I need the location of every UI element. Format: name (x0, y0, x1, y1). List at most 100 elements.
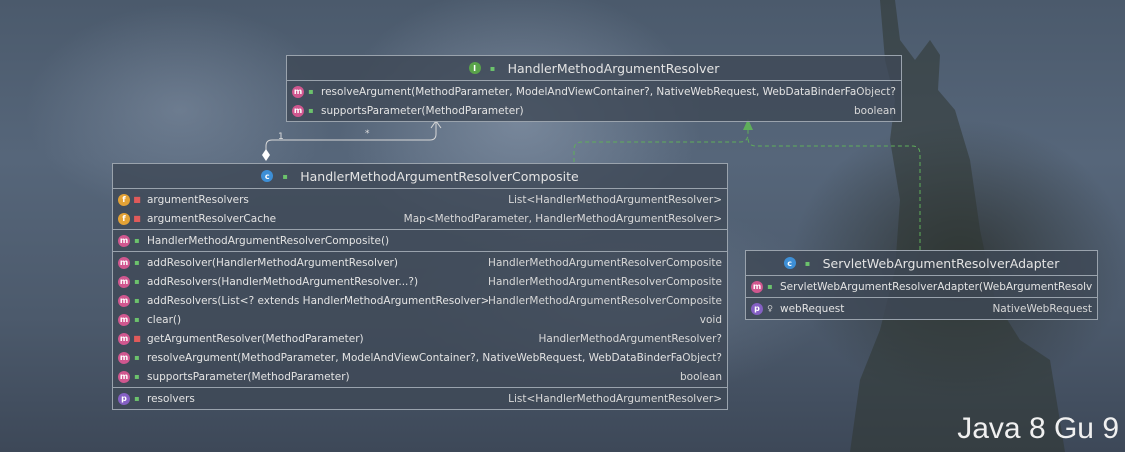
composite-class-box[interactable]: c ▪ HandlerMethodArgumentResolverComposi… (112, 163, 728, 410)
method-row[interactable]: m ▪ resolveArgument(MethodParameter, Mod… (113, 348, 727, 367)
field-name: argumentResolvers (147, 193, 249, 206)
property-name: resolvers (147, 392, 195, 405)
method-signature: getArgumentResolver(MethodParameter) (147, 332, 364, 345)
property-type: List<HandlerMethodArgumentResolver> (508, 392, 722, 405)
public-visibility-icon: ▪ (134, 394, 140, 403)
aggregation-edge (265, 122, 437, 152)
class-icon: c (783, 257, 796, 269)
method-icon: m (118, 351, 130, 364)
return-type: Object? (682, 351, 722, 364)
adapter-header: c ▪ ServletWebArgumentResolverAdapter (746, 251, 1097, 276)
method-signature: resolveArgument(MethodParameter, ModelAn… (147, 351, 683, 364)
method-icon: m (292, 104, 304, 117)
method-icon: m (118, 313, 130, 326)
composite-header: c ▪ HandlerMethodArgumentResolverComposi… (113, 164, 727, 189)
interface-methods: m ▪ resolveArgument(MethodParameter, Mod… (287, 81, 901, 121)
method-icon: m (118, 234, 130, 247)
property-row[interactable]: p ♀ webRequest NativeWebRequest (746, 299, 1097, 318)
return-type: void (699, 313, 722, 326)
property-type: NativeWebRequest (992, 302, 1092, 315)
multiplicity-source: * (365, 129, 370, 139)
public-visibility-icon: ▪ (134, 236, 140, 245)
field-type: List<HandlerMethodArgumentResolver> (508, 193, 722, 206)
adapter-title: ServletWebArgumentResolverAdapter (822, 255, 1060, 271)
interface-title: HandlerMethodArgumentResolver (507, 60, 720, 76)
method-row[interactable]: m ▪ resolveArgument(MethodParameter, Mod… (287, 82, 901, 101)
interface-header: I ▪ HandlerMethodArgumentResolver (287, 56, 901, 81)
interface-box[interactable]: I ▪ HandlerMethodArgumentResolver m ▪ re… (286, 55, 902, 122)
field-name: argumentResolverCache (147, 212, 277, 225)
method-icon: m (118, 256, 130, 269)
return-type: HandlerMethodArgumentResolverComposite (488, 256, 722, 269)
method-icon: m (751, 280, 763, 293)
method-row[interactable]: m ▪ supportsParameter(MethodParameter) b… (113, 367, 727, 386)
method-row[interactable]: m ▪ addResolvers(List<? extends HandlerM… (113, 291, 727, 310)
property-name: webRequest (780, 302, 845, 315)
public-visibility-icon: ▪ (134, 372, 140, 381)
key-icon: ♀ (767, 304, 773, 313)
aggregation-diamond (262, 149, 270, 161)
adapter-class-box[interactable]: c ▪ ServletWebArgumentResolverAdapter m … (745, 250, 1098, 320)
composite-methods: m ▪ addResolver(HandlerMethodArgumentRes… (113, 252, 727, 388)
constructor-signature: ServletWebArgumentResolverAdapter(WebArg… (780, 280, 1092, 293)
adapter-constructors: m ▪ ServletWebArgumentResolverAdapter(We… (746, 276, 1097, 298)
private-lock-icon: ■ (133, 195, 141, 204)
return-type: HandlerMethodArgumentResolverComposite (488, 294, 722, 307)
public-visibility-icon: ▪ (804, 258, 811, 268)
field-icon: f (118, 212, 130, 225)
public-visibility-icon: ▪ (282, 171, 288, 181)
property-icon: p (751, 302, 763, 315)
field-row[interactable]: f ■ argumentResolvers List<HandlerMethod… (113, 190, 727, 209)
return-type: boolean (854, 104, 896, 117)
multiplicity-target: 1 (278, 132, 284, 142)
return-type: Object? (856, 85, 896, 98)
statue-silhouette (850, 0, 1065, 452)
method-row[interactable]: m ▪ clear() void (113, 310, 727, 329)
public-visibility-icon: ▪ (134, 353, 140, 362)
composite-title: HandlerMethodArgumentResolverComposite (300, 168, 579, 184)
public-visibility-icon: ▪ (767, 282, 773, 291)
constructor-row[interactable]: m ▪ ServletWebArgumentResolverAdapter(We… (746, 277, 1097, 296)
method-row[interactable]: m ▪ addResolver(HandlerMethodArgumentRes… (113, 253, 727, 272)
composite-properties: p ▪ resolvers List<HandlerMethodArgument… (113, 388, 727, 409)
return-type: boolean (680, 370, 722, 383)
private-lock-icon: ■ (133, 214, 141, 223)
composite-constructors: m ▪ HandlerMethodArgumentResolverComposi… (113, 230, 727, 252)
field-type: Map<MethodParameter, HandlerMethodArgume… (403, 212, 722, 225)
interface-icon: I (468, 62, 481, 74)
property-row[interactable]: p ▪ resolvers List<HandlerMethodArgument… (113, 389, 727, 408)
watermark: Java 8 Gu 9 (957, 412, 1119, 445)
method-signature: supportsParameter(MethodParameter) (147, 370, 350, 383)
method-icon: m (118, 294, 130, 307)
method-row[interactable]: m ▪ supportsParameter(MethodParameter) b… (287, 101, 901, 120)
public-visibility-icon: ▪ (134, 315, 140, 324)
class-icon: c (261, 170, 274, 182)
method-row[interactable]: m ▪ addResolvers(HandlerMethodArgumentRe… (113, 272, 727, 291)
method-signature: addResolvers(List<? extends HandlerMetho… (147, 294, 489, 307)
field-icon: f (118, 193, 130, 206)
constructor-row[interactable]: m ▪ HandlerMethodArgumentResolverComposi… (113, 231, 727, 250)
private-lock-icon: ■ (133, 334, 141, 343)
public-visibility-icon: ▪ (489, 63, 496, 73)
public-visibility-icon: ▪ (308, 87, 314, 96)
return-type: HandlerMethodArgumentResolver? (538, 332, 722, 345)
constructor-signature: HandlerMethodArgumentResolverComposite() (147, 234, 390, 247)
adapter-properties: p ♀ webRequest NativeWebRequest (746, 298, 1097, 319)
method-icon: m (292, 85, 304, 98)
return-type: HandlerMethodArgumentResolverComposite (488, 275, 722, 288)
method-icon: m (118, 370, 130, 383)
field-row[interactable]: f ■ argumentResolverCache Map<MethodPara… (113, 209, 727, 228)
method-signature: supportsParameter(MethodParameter) (321, 104, 524, 117)
public-visibility-icon: ▪ (134, 277, 140, 286)
method-signature: addResolver(HandlerMethodArgumentResolve… (147, 256, 398, 269)
method-signature: clear() (147, 313, 182, 326)
method-signature: resolveArgument(MethodParameter, ModelAn… (321, 85, 857, 98)
public-visibility-icon: ▪ (134, 296, 140, 305)
method-signature: addResolvers(HandlerMethodArgumentResolv… (147, 275, 419, 288)
method-row[interactable]: m ■ getArgumentResolver(MethodParameter)… (113, 329, 727, 348)
method-icon: m (118, 332, 130, 345)
public-visibility-icon: ▪ (134, 258, 140, 267)
public-visibility-icon: ▪ (308, 106, 314, 115)
composite-fields: f ■ argumentResolvers List<HandlerMethod… (113, 189, 727, 230)
